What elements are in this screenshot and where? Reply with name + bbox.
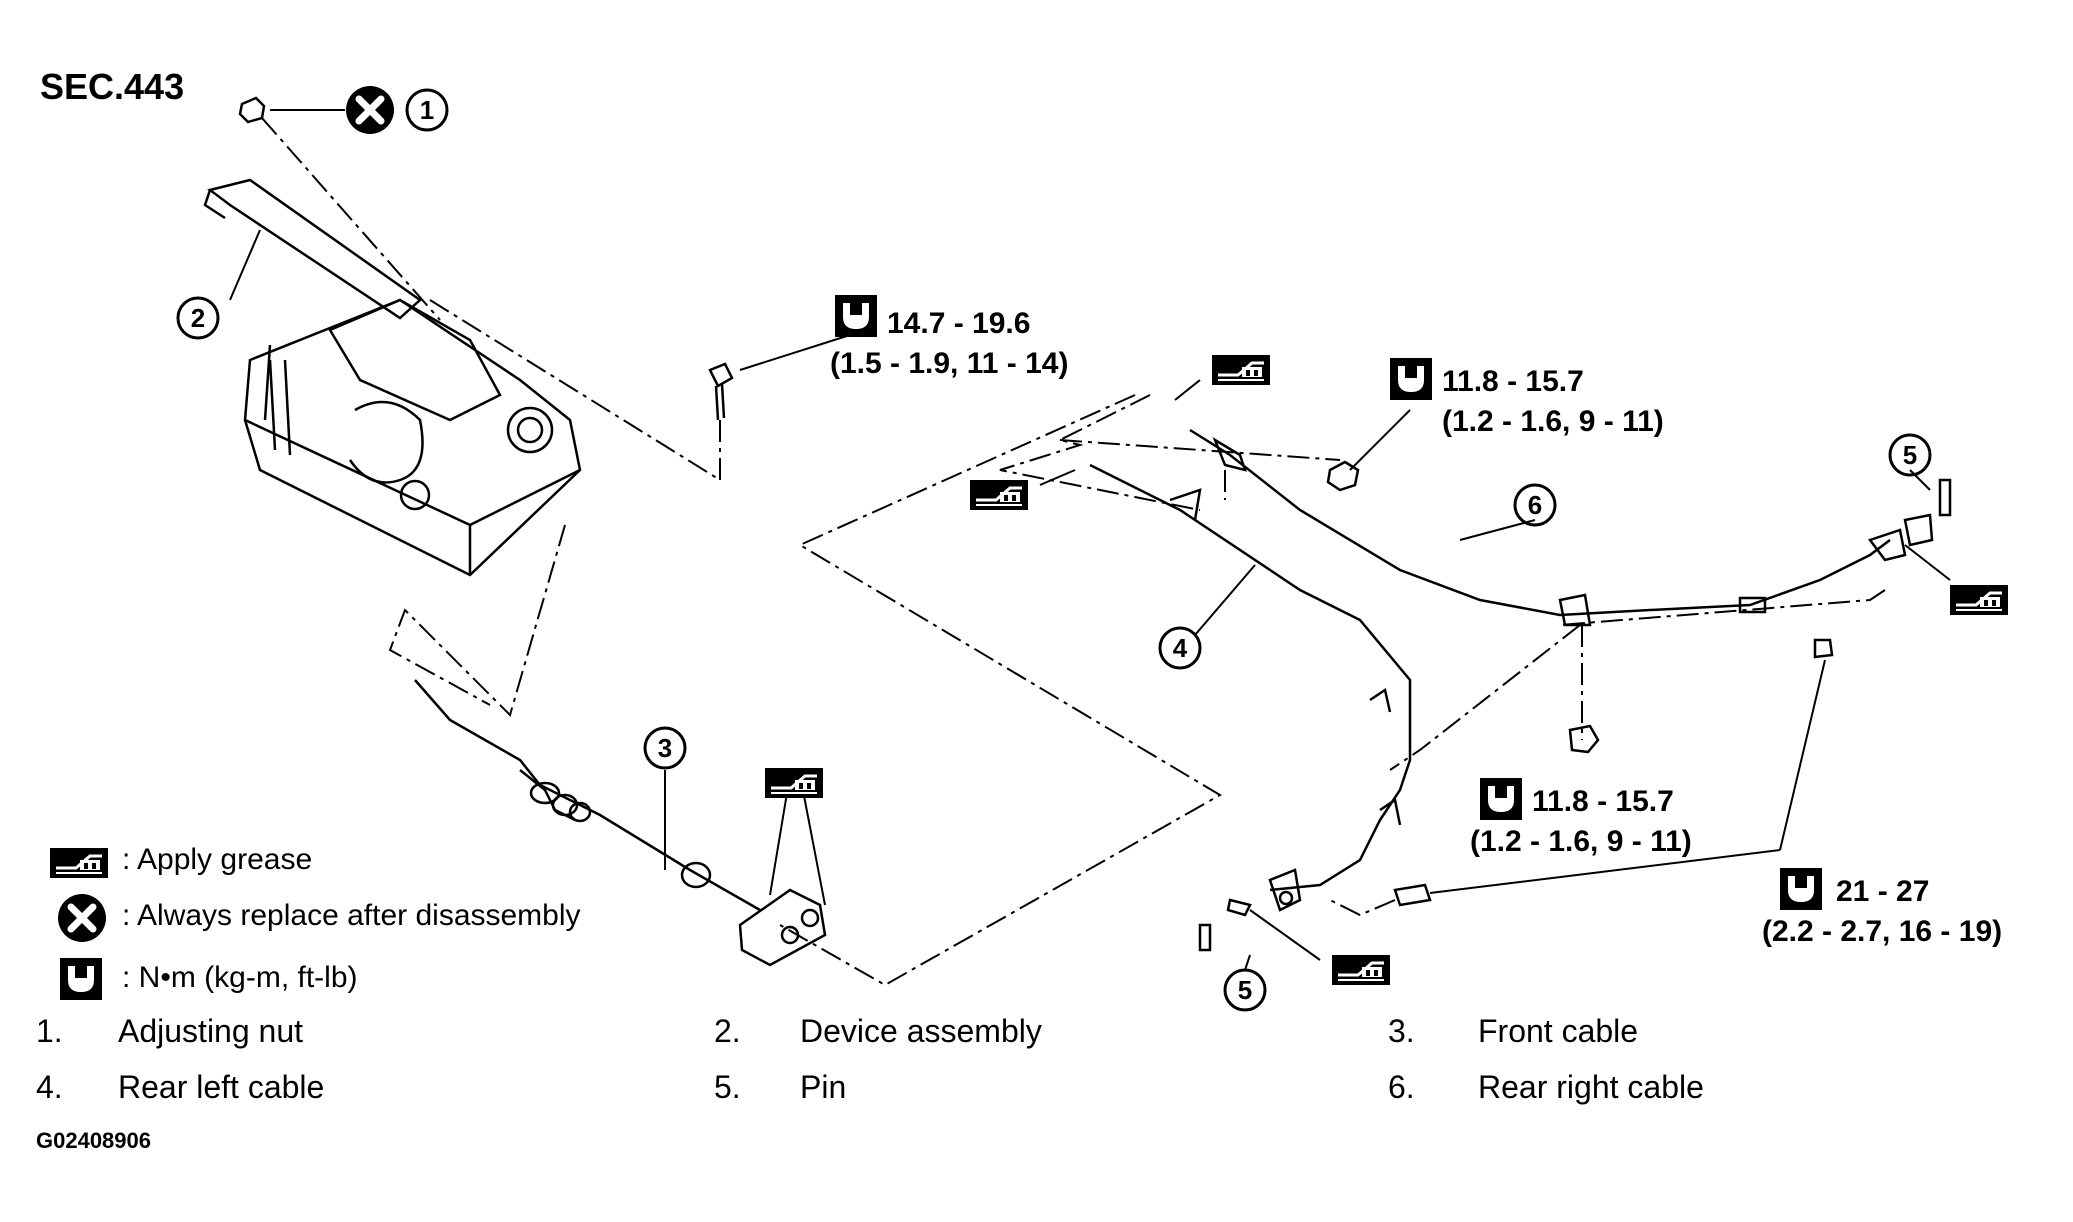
rear-left-cable-drawing (1089, 463, 1412, 952)
callout-4 (1158, 626, 1202, 670)
always-replace-x-icon (58, 894, 106, 942)
rear-right-cable-drawing (1189, 428, 1952, 627)
part-name-6: Rear right cable (1478, 1069, 1704, 1105)
torque-spec-device-bolt: 14.7 - 19.6 (887, 304, 1030, 344)
legend-grease: : Apply grease (122, 843, 313, 876)
torque-wrench-icon (1780, 868, 1822, 910)
torque-wrench-icon (60, 958, 102, 1000)
callout-2-label: 2 (191, 303, 205, 333)
adjusting-nut-drawing (238, 96, 266, 124)
always-replace-x-icon (346, 86, 394, 134)
torque-wrench-icon (835, 295, 877, 337)
part-number-6: 6. (1388, 1069, 1415, 1105)
grease-symbol-icon (48, 846, 110, 880)
torque-value-alt: (2.2 - 2.7, 16 - 19) (1762, 915, 2003, 948)
grease-symbol-icon (763, 766, 825, 800)
torque-value: 21 - 27 (1836, 875, 1930, 908)
torque-spec-lower-nut: 11.8 - 15.7 (1532, 782, 1674, 822)
figure-code: G02408906 (36, 1128, 151, 1153)
front-cable-drawing (414, 679, 827, 967)
callout-3-label: 3 (658, 733, 672, 763)
callout-2 (176, 296, 220, 340)
torque-value: 11.8 - 15.7 (1442, 365, 1584, 398)
callout-5-lower (1223, 968, 1267, 1012)
torque-value: 14.7 - 19.6 (887, 307, 1031, 340)
grease-symbol-icon (1210, 353, 1272, 387)
callout-5-upper-label: 5 (1903, 440, 1917, 470)
torque-value-alt: (1.5 - 1.9, 11 - 14) (830, 347, 1069, 380)
torque-spec-lower-nut-alt: (1.2 - 1.6, 9 - 11) (1470, 822, 1692, 862)
callout-3 (643, 726, 687, 770)
torque-spec-cable-bolt: 21 - 27 (1836, 872, 1929, 912)
torque-value-alt: (1.2 - 1.6, 9 - 11) (1442, 405, 1664, 438)
callout-5-upper (1888, 433, 1932, 477)
part-number-2: 2. (714, 1013, 741, 1049)
torque-value-alt: (1.2 - 1.6, 9 - 11) (1470, 825, 1692, 858)
part-number-3: 3. (1388, 1013, 1415, 1049)
callout-1-label: 1 (420, 95, 434, 125)
part-name-2: Device assembly (800, 1013, 1042, 1049)
callout-4-label: 4 (1173, 633, 1188, 663)
grease-symbol-icon (968, 478, 1030, 512)
torque-spec-cable-bolt-alt: (2.2 - 2.7, 16 - 19) (1762, 912, 2002, 952)
grease-symbol-icon (1330, 953, 1392, 987)
part-name-1: Adjusting nut (118, 1013, 304, 1049)
torque-wrench-icon (1480, 778, 1522, 820)
legend-torque-unit: : N•m (kg-m, ft-lb) (122, 961, 358, 994)
part-name-5: Pin (800, 1069, 847, 1105)
legend-replace: : Always replace after disassembly (122, 899, 581, 932)
callout-6 (1513, 483, 1557, 527)
callout-6-label: 6 (1528, 490, 1542, 520)
torque-spec-upper-nut: 11.8 - 15.7 (1.2 - 1.6, 9 - 11) (1442, 362, 1664, 442)
part-number-1: 1. (36, 1013, 63, 1049)
section-label: SEC.443 (40, 66, 185, 107)
torque-wrench-icon (1390, 358, 1432, 400)
part-number-4: 4. (36, 1069, 63, 1105)
torque-spec-device-bolt-alt: (1.5 - 1.9, 11 - 14) (830, 344, 1068, 384)
torque-value: 11.8 - 15.7 (1532, 785, 1674, 818)
callout-1 (405, 88, 449, 132)
part-name-4: Rear left cable (118, 1069, 325, 1105)
device-bolt-drawing (708, 362, 734, 421)
part-name-3: Front cable (1478, 1013, 1639, 1049)
part-number-5: 5. (714, 1069, 741, 1105)
grease-symbol-icon (1948, 583, 2010, 617)
callout-5-lower-label: 5 (1238, 975, 1252, 1005)
device-assembly-drawing (203, 178, 582, 577)
